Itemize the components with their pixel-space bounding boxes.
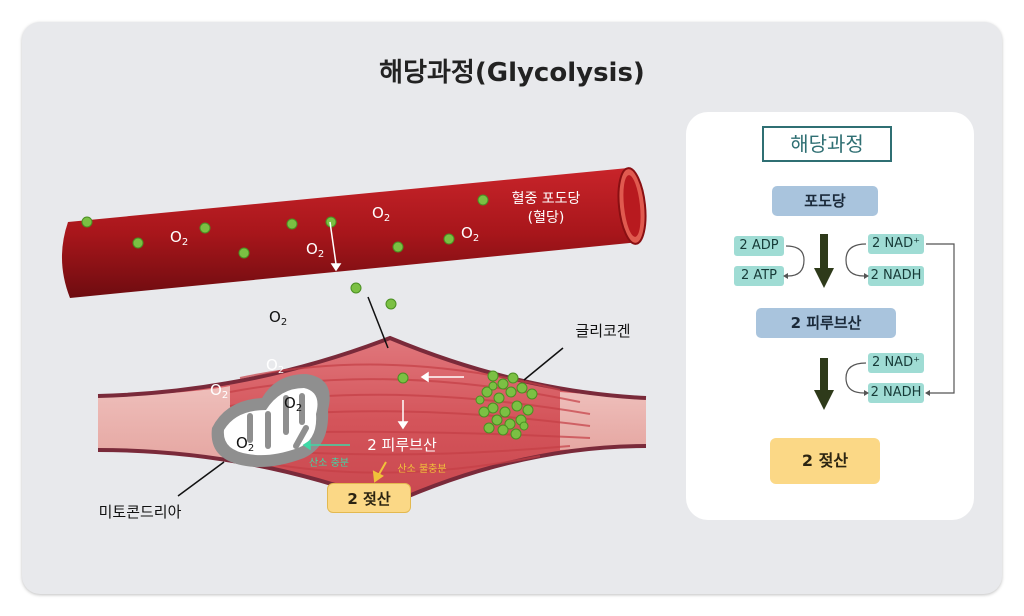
- o2-label: O2: [461, 224, 479, 244]
- glycogen-cluster: [475, 370, 538, 440]
- glycogen-label: 글리코겐: [575, 322, 630, 340]
- mitochondria-label: 미토콘드리아: [99, 503, 182, 521]
- leader-lines: [177, 296, 564, 497]
- atp-box: 2 ATP: [734, 266, 784, 286]
- adp-box: 2 ADP: [734, 236, 784, 256]
- blood-vessel: [61, 167, 647, 298]
- o2-label: O2: [170, 228, 188, 248]
- oxygen-enough-arrow: [302, 439, 350, 451]
- nad-box-2: 2 NAD⁺: [868, 353, 924, 373]
- pyruvate-label: 2 피루브산: [367, 436, 437, 454]
- o2-label: O2: [266, 356, 284, 376]
- illustration-lactate-box: 2 젖산: [327, 483, 411, 513]
- pyruvate-box: 2 피루브산: [756, 308, 896, 338]
- o2-label: O2: [372, 204, 390, 224]
- panel-lactate-box: 2 젖산: [770, 438, 880, 484]
- glucose-molecules: [81, 194, 489, 384]
- nadh-box-2: 2 NADH: [868, 383, 924, 403]
- oxygen-lack-label: 산소 불충분: [397, 463, 446, 475]
- mitochondria: [211, 374, 330, 467]
- muscle-fiber: [97, 335, 647, 507]
- blood-glucose-label-line2: (혈당): [528, 210, 565, 226]
- flow-arrows: [329, 221, 464, 430]
- oxygen-enough-label: 산소 충분: [309, 457, 349, 469]
- oxygen-lack-arrow: [372, 461, 387, 483]
- o2-label: O2: [284, 394, 302, 414]
- panel-title: 해당과정: [762, 126, 892, 162]
- o2-label: O2: [306, 240, 324, 260]
- glycolysis-panel: 해당과정 포도당 2 ADP 2 ATP 2 NAD⁺ 2 NADH 2 피루브…: [686, 112, 974, 520]
- glucose-box: 포도당: [772, 186, 878, 216]
- o2-label: O2: [269, 308, 287, 328]
- o2-label: O2: [236, 434, 254, 454]
- blood-glucose-label-line1: 혈중 포도당: [512, 191, 581, 207]
- o2-label: O2: [210, 381, 228, 401]
- nadh-box-1: 2 NADH: [868, 266, 924, 286]
- oxygen-labels: O2 O2 O2 O2 O2 O2 O2 O2 O2: [170, 204, 479, 454]
- diagram-title: 해당과정(Glycolysis): [379, 58, 645, 88]
- nad-box-1: 2 NAD⁺: [868, 234, 924, 254]
